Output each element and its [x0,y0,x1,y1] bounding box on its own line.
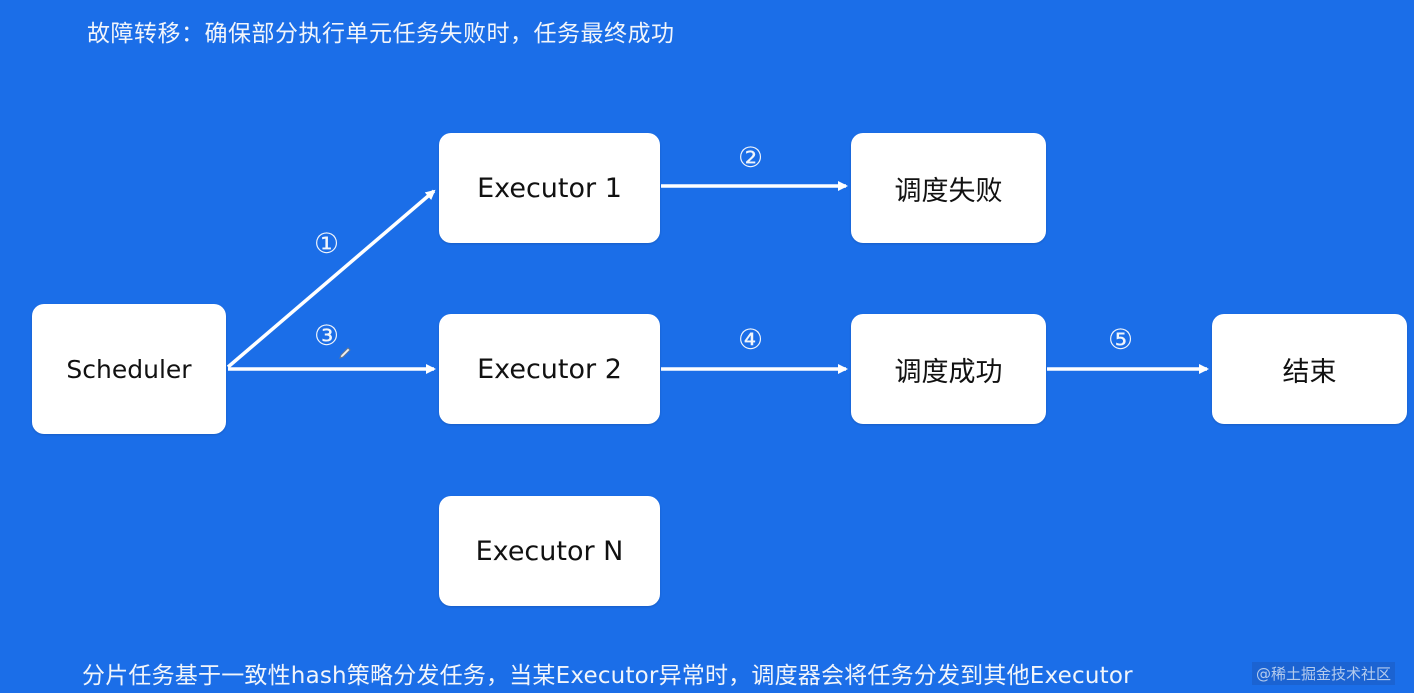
node-executor-1: Executor 1 [439,133,660,243]
footer-caption: 分片任务基于一致性hash策略分发任务，当某Executor异常时，调度器会将任… [82,663,1133,689]
node-schedule-succeeded: 调度成功 [851,314,1046,424]
step-label-3: ③ [314,319,340,352]
step-label-5: ⑤ [1108,323,1134,356]
pen-cursor-icon [339,347,351,359]
step-label-2: ② [738,141,764,174]
node-scheduler: Scheduler [32,304,226,434]
node-executor-n: Executor N [439,496,660,606]
watermark: @稀土掘金技术社区 [1252,662,1396,685]
step-label-4: ④ [738,323,764,356]
diagram-title: 故障转移：确保部分执行单元任务失败时，任务最终成功 [87,21,675,47]
step-label-1: ① [314,227,340,260]
node-executor-2: Executor 2 [439,314,660,424]
node-end: 结束 [1212,314,1407,424]
node-schedule-failed: 调度失败 [851,133,1046,243]
